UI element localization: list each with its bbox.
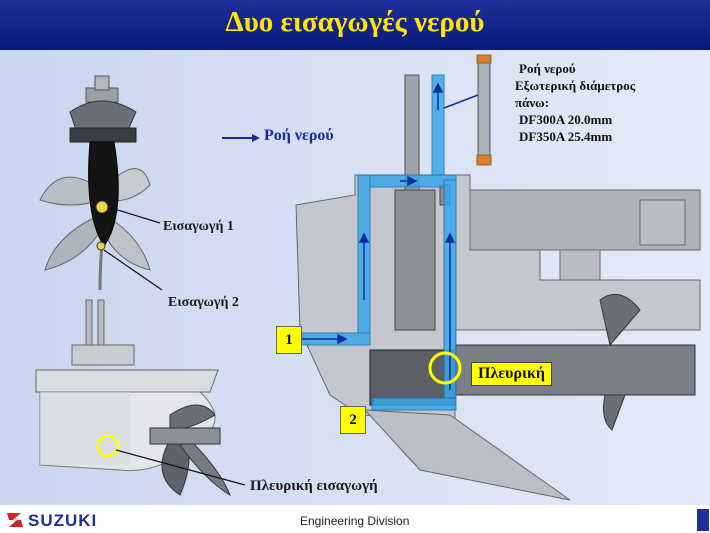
flow-legend-arrow <box>222 134 260 142</box>
side-inlet-label: Πλευρική εισαγωγή <box>250 478 378 494</box>
info-line-2: Εξωτερική διάμετρος <box>515 78 636 93</box>
water-hose <box>443 54 492 166</box>
inlet-1-label: Εισαγωγή 1 <box>163 219 234 234</box>
info-line-5: DF350A 25.4mm <box>519 129 613 144</box>
info-line-3: πάνω: <box>515 95 550 110</box>
gearcase-front-view <box>39 75 163 291</box>
flow-legend-label: Ροή νερού <box>264 127 334 144</box>
side-inlet-highlight <box>428 351 462 385</box>
side-inlet-circle <box>96 434 120 458</box>
cutaway-view <box>295 54 701 501</box>
info-block: Ροή νερού Εξωτερική διάμετρος πάνω: DF30… <box>515 60 635 145</box>
inlet-2-label: Εισαγωγή 2 <box>168 295 239 310</box>
footer-stripe <box>697 509 709 531</box>
footer <box>0 505 710 533</box>
suzuki-logo-icon <box>7 513 23 527</box>
slide-title: Δυο εισαγωγές νερού <box>225 6 485 38</box>
inlet-2-marker <box>96 241 106 251</box>
division-label: Engineering Division <box>300 514 410 528</box>
inlet-2-box: 2 <box>340 406 366 434</box>
inlet-1-marker <box>95 200 109 214</box>
info-line-4: DF300A 20.0mm <box>519 112 613 127</box>
info-line-1: Ροή νερού <box>519 61 576 76</box>
title-bar <box>0 0 710 50</box>
side-inlet-tag: Πλευρική <box>471 362 552 386</box>
brand-name: SUZUKI <box>28 511 98 530</box>
gearcase-side-view <box>35 299 246 497</box>
inlet-1-box: 1 <box>276 326 302 354</box>
